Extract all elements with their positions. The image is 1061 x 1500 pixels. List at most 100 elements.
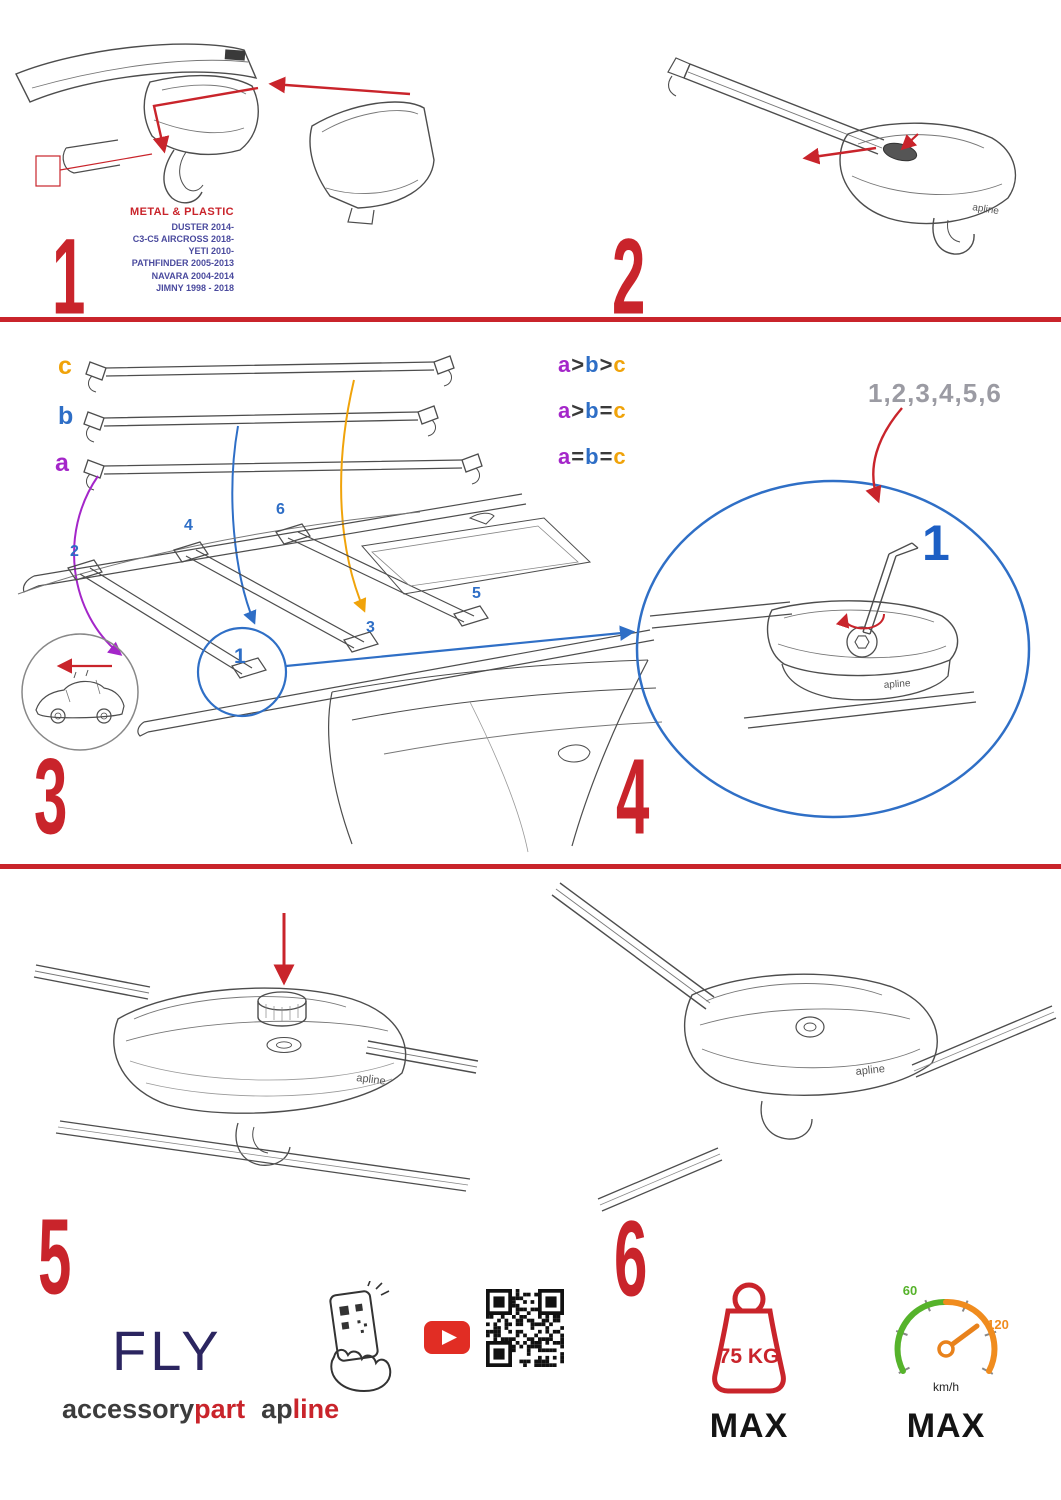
roof-position-1: 1 — [234, 645, 246, 668]
highlight-box — [35, 155, 61, 187]
weight-max-label: MAX — [709, 1407, 789, 1445]
sequence-start-number: 1 — [922, 515, 950, 571]
compatibility-item: DUSTER 2014- — [171, 222, 234, 232]
bar-label-a: a — [55, 449, 69, 477]
bar-label-c: c — [58, 352, 72, 380]
compatibility-item: NAVARA 2004-2014 — [151, 270, 234, 281]
sequence-arrow — [865, 407, 903, 504]
step1-illustration — [15, 43, 435, 225]
legend-row-3: a=b=c — [558, 444, 627, 469]
step2-number: 2 — [612, 216, 646, 338]
compatibility-list: DUSTER 2014- C3-C5 AIRCROSS 2018-YETI 201… — [82, 221, 234, 294]
tightening-sequence: 1,2,3,4,5,6 — [868, 378, 1002, 408]
compatibility-item: YETI 2010- — [188, 246, 234, 257]
lock-knob — [257, 991, 307, 1027]
section-divider — [0, 864, 1061, 869]
foot-shell — [839, 122, 1017, 225]
top-illustrations: apline — [15, 43, 1017, 255]
phone-scan-icon — [329, 1281, 392, 1393]
step2-illustration: apline — [667, 57, 1017, 255]
step3-number: 3 — [34, 736, 68, 858]
step6-number: 6 — [614, 1198, 648, 1320]
clamp-hook — [932, 217, 975, 255]
middle-illustrations: apline — [17, 355, 1031, 853]
roof-position-3: 3 — [366, 619, 375, 636]
clamp-hook — [163, 149, 203, 204]
arrow-b-blue — [231, 425, 257, 625]
apline-mark: apline — [356, 1072, 387, 1087]
apline-mark: apline — [855, 1063, 885, 1078]
hex-socket — [854, 635, 870, 649]
speedometer-icon: 60 120 km/h — [894, 1283, 1009, 1394]
arrow-a-purple — [73, 475, 123, 656]
crossbar-a — [83, 453, 483, 491]
crossbars-cba — [83, 355, 483, 491]
apline-mark: apline — [972, 202, 1001, 217]
step5-illustration: apline — [33, 964, 479, 1192]
foot-shell — [113, 987, 407, 1114]
zoom-ellipse — [635, 479, 1031, 819]
speed-high-label: 120 — [987, 1317, 1009, 1332]
red-arrow — [802, 146, 877, 165]
car-inset — [21, 633, 139, 751]
product-name: FLY — [112, 1319, 223, 1382]
clamp-hook — [760, 1100, 813, 1140]
allen-key — [862, 542, 919, 635]
clamp-hook — [235, 1122, 291, 1166]
weight-limit-value: 75 KG — [719, 1345, 780, 1368]
material-label: METAL & PLASTIC — [130, 206, 234, 218]
bottom-illustrations: apline apline — [33, 882, 1057, 1212]
cover-shell — [309, 101, 435, 209]
brand-part: part — [194, 1394, 246, 1424]
legend-row-1: a>b>c — [558, 352, 627, 377]
brand-line: line — [292, 1394, 340, 1424]
bolt-boss — [846, 626, 878, 658]
zoom-arrow-blue — [285, 625, 636, 668]
roof-position-2: 2 — [70, 543, 79, 560]
windshield — [331, 659, 657, 721]
speed-unit-label: km/h — [933, 1380, 959, 1394]
middle-section: apline c b a a>b>c a>b=c a=b=c 1,2,3,4,5… — [0, 322, 1061, 864]
foot-shell — [684, 973, 938, 1097]
compatibility-item: PATHFINDER 2005-2013 — [131, 258, 234, 269]
compatibility-block: METAL & PLASTIC DUSTER 2014- C3-C5 AIRCRO… — [82, 206, 234, 294]
red-arrow — [900, 133, 919, 151]
roof-position-6: 6 — [276, 501, 285, 518]
arrow-c-orange — [340, 379, 367, 613]
sunroof — [361, 517, 592, 595]
hand — [330, 1349, 392, 1393]
step1-arrows — [35, 76, 411, 187]
compatibility-item: JIMNY 1998 - 2018 — [156, 282, 234, 293]
speed-max-label: MAX — [906, 1407, 986, 1445]
roof-position-4: 4 — [184, 517, 193, 534]
step2-arrows — [802, 133, 919, 165]
red-arrow — [152, 86, 259, 154]
length-legend: a>b>c a>b=c a=b=c — [558, 352, 627, 490]
red-arrow — [268, 76, 411, 96]
guide-arrows — [73, 379, 367, 656]
bottom-section: apline apline FLY accessorypa — [0, 869, 1061, 1500]
brand-ap: ap — [261, 1394, 293, 1424]
roof-illustration — [17, 493, 663, 853]
step4-zoom: apline — [635, 479, 1031, 819]
youtube-icon — [424, 1321, 470, 1354]
legend-row-2: a>b=c — [558, 398, 627, 423]
mirror — [557, 744, 591, 763]
step4-number: 4 — [616, 736, 650, 858]
qr-code — [486, 1289, 564, 1367]
brand-accessory: accessory — [62, 1394, 195, 1424]
roof-position-5: 5 — [472, 585, 481, 602]
step6-illustration: apline — [551, 882, 1057, 1212]
foot-top — [766, 600, 959, 677]
step1-number: 1 — [52, 216, 86, 338]
logo-plate — [224, 49, 246, 61]
apline-mark: apline — [883, 678, 911, 691]
focus-circle — [196, 626, 288, 718]
rotate-arrow — [835, 613, 885, 630]
crossbar-b — [83, 405, 439, 443]
compatibility-item: C3-C5 AIRCROSS 2018- — [132, 234, 234, 245]
section-divider — [0, 317, 1061, 322]
speed-low-label: 60 — [903, 1283, 917, 1298]
weight-limit-icon: 75 KG — [712, 1282, 786, 1394]
